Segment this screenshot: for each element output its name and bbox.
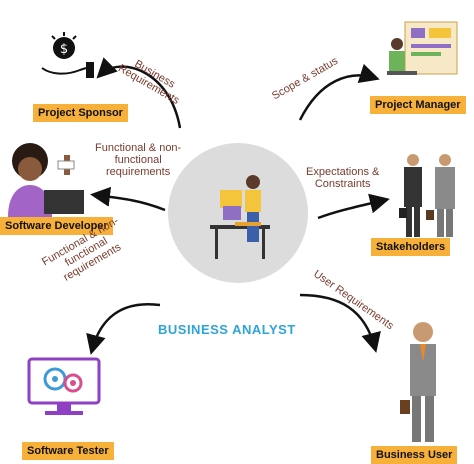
- role-project-sponsor: Project Sponsor: [33, 104, 128, 122]
- svg-text:$: $: [60, 42, 68, 57]
- stakeholders-people-icon: [399, 154, 455, 237]
- role-business-user: Business User: [371, 446, 458, 464]
- business-user-icon: [400, 322, 436, 442]
- arrow-to-stakeholders: [317, 193, 390, 220]
- arrow-to-tester: [86, 302, 161, 355]
- arrow-to-manager: [298, 63, 380, 121]
- arrow-to-developer: [90, 186, 166, 212]
- relation-stakeholders: Expectations &Constraints: [306, 166, 380, 190]
- manager-dashboard-icon: [387, 21, 458, 75]
- role-software-tester: Software Tester: [22, 442, 114, 460]
- role-software-developer: Software Developer: [0, 217, 113, 235]
- analyst-puzzle-illustration: [210, 175, 270, 259]
- money-hand-icon: $: [41, 32, 94, 78]
- arrow-to-sponsor: [96, 57, 182, 129]
- developer-person-icon: [8, 143, 84, 217]
- monitor-gears-icon: [27, 357, 101, 415]
- center-title: BUSINESS ANALYST: [158, 322, 296, 337]
- arrow-to-user: [299, 293, 381, 353]
- role-stakeholders: Stakeholders: [371, 238, 451, 256]
- role-project-manager: Project Manager: [370, 96, 466, 114]
